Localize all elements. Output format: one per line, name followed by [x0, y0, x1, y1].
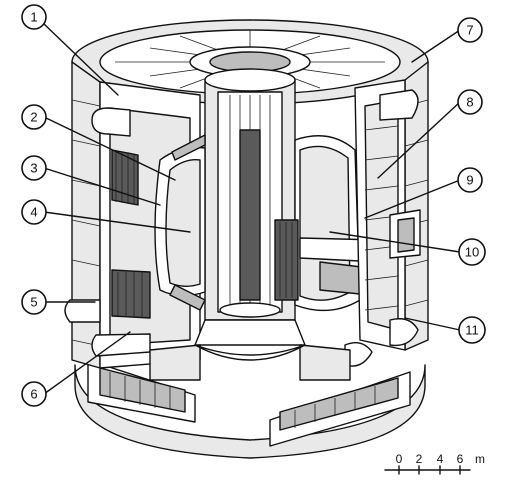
callout-5: 5 — [21, 289, 47, 315]
leader-lines — [43, 23, 461, 395]
scale-tick-6: 6 — [457, 452, 464, 466]
callout-6: 6 — [21, 381, 47, 407]
callout-7: 7 — [457, 17, 483, 43]
callout-3-label: 3 — [30, 161, 37, 176]
callout-10-label: 10 — [465, 245, 479, 260]
central-solenoid — [204, 68, 296, 321]
scale-ticks — [398, 465, 461, 475]
base-ring — [74, 359, 426, 459]
callout-1: 1 — [21, 4, 47, 30]
lower-support-structures — [149, 319, 351, 381]
scale-unit: m — [475, 452, 485, 466]
scale-tick-0: 0 — [396, 452, 403, 466]
callout-5-label: 5 — [30, 295, 37, 310]
cryostat-shell — [71, 19, 429, 369]
callout-3: 3 — [21, 155, 47, 181]
callout-11-label: 11 — [465, 323, 479, 338]
callout-10: 10 — [458, 238, 486, 266]
right-coil-casing — [344, 79, 421, 367]
callout-9-label: 9 — [466, 173, 473, 188]
callout-2: 2 — [21, 104, 47, 130]
callout-2-label: 2 — [30, 110, 37, 125]
callout-9: 9 — [457, 167, 483, 193]
callout-7-label: 7 — [466, 23, 473, 38]
callout-4: 4 — [21, 199, 47, 225]
callout-6-label: 6 — [30, 387, 37, 402]
callout-11: 11 — [458, 316, 486, 344]
left-vacuum-vessel — [154, 134, 206, 311]
callout-4-label: 4 — [30, 205, 37, 220]
callout-1-label: 1 — [30, 10, 37, 25]
callout-8: 8 — [457, 89, 483, 115]
callout-8-label: 8 — [466, 95, 473, 110]
scale-bar: 0 2 4 6 m — [384, 452, 485, 475]
scale-tick-2: 2 — [416, 452, 423, 466]
scale-tick-4: 4 — [437, 452, 444, 466]
